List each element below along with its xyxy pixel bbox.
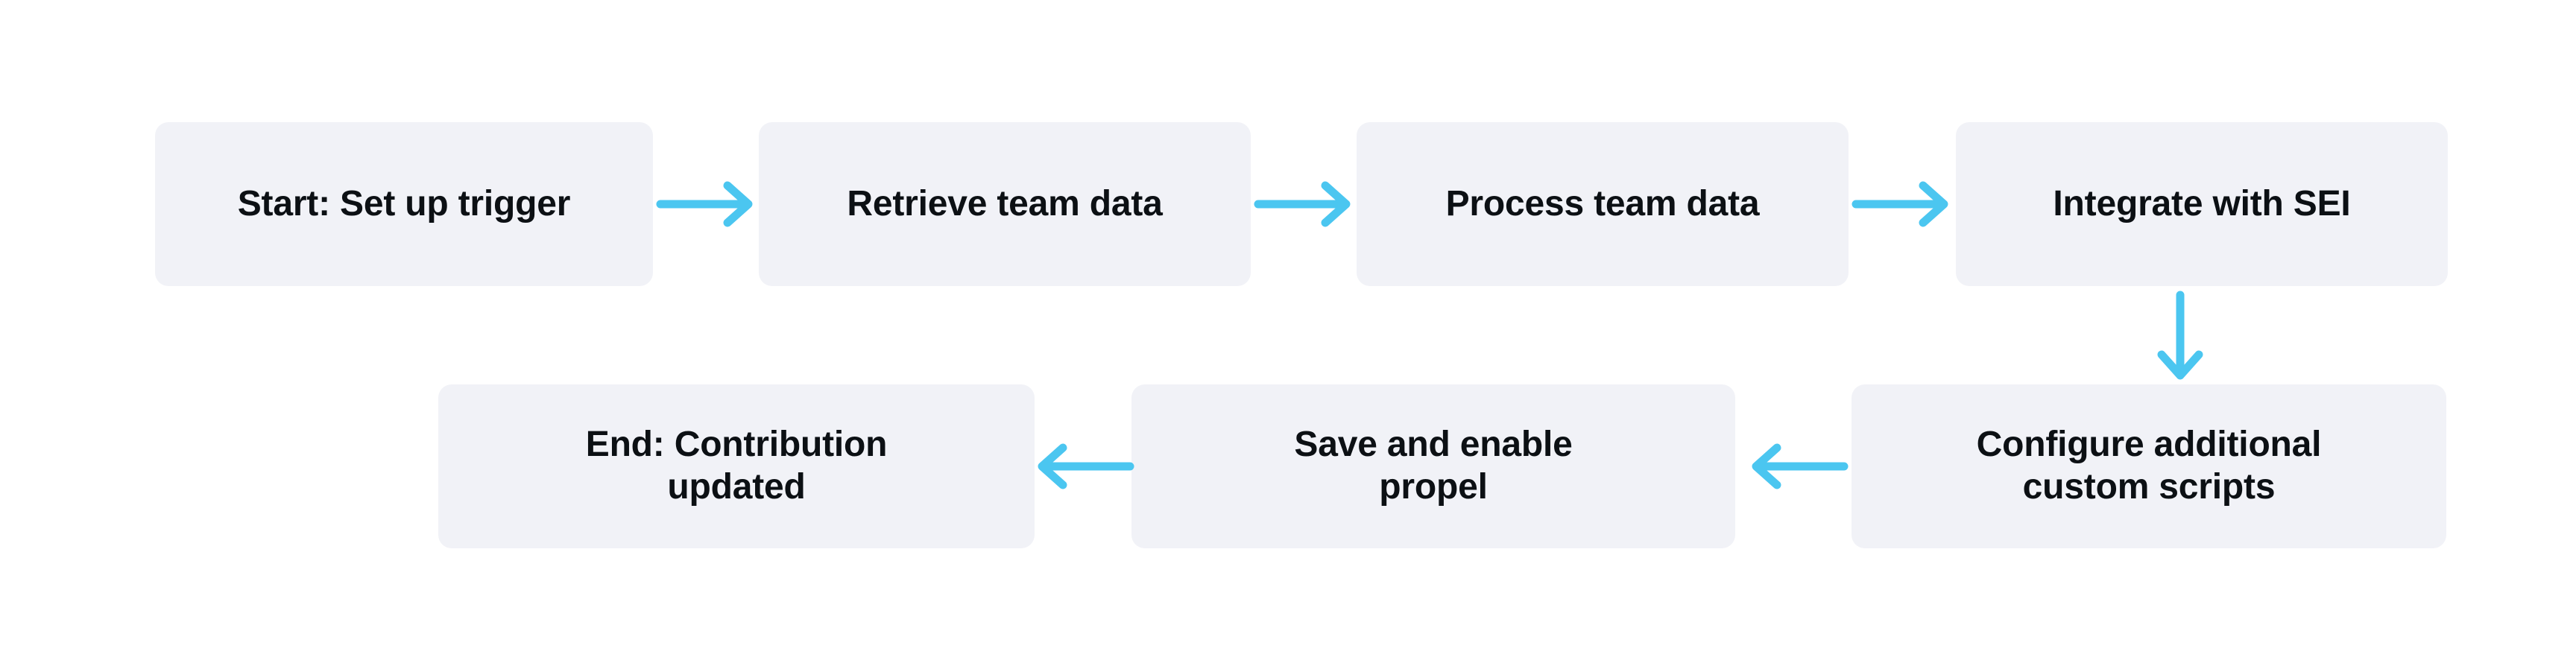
flow-node-label: Retrieve team data	[847, 183, 1163, 223]
arrow-left-icon-configure-to-save	[1752, 440, 1849, 493]
arrow-down-icon-integrate-to-configure	[2145, 291, 2216, 383]
flow-node-save-and-enable-propel[interactable]: Save and enable propel	[1131, 384, 1735, 548]
flow-node-integrate-with-sei[interactable]: Integrate with SEI	[1956, 122, 2448, 286]
flow-node-start[interactable]: Start: Set up trigger	[155, 122, 653, 286]
flow-node-end-contribution-updated[interactable]: End: Contribution updated	[438, 384, 1035, 548]
flow-node-label: Integrate with SEI	[2053, 183, 2351, 223]
flow-node-retrieve-team-data[interactable]: Retrieve team data	[759, 122, 1251, 286]
flow-node-process-team-data[interactable]: Process team data	[1357, 122, 1849, 286]
arrow-left-icon-save-to-end	[1038, 440, 1134, 493]
arrow-right-icon-retrieve-to-process	[1254, 177, 1358, 231]
arrow-right-icon-start-to-retrieve	[656, 177, 760, 231]
arrow-right-icon-process-to-integrate	[1852, 177, 1956, 231]
flow-node-label: Process team data	[1445, 183, 1760, 223]
flow-node-configure-custom-scripts[interactable]: Configure additional custom scripts	[1852, 384, 2446, 548]
flow-node-label: Start: Set up trigger	[237, 183, 571, 223]
flow-node-label: End: Contribution updated	[585, 425, 888, 507]
flow-node-label: Configure additional custom scripts	[1976, 425, 2322, 507]
flow-node-label: Save and enable propel	[1294, 425, 1573, 507]
